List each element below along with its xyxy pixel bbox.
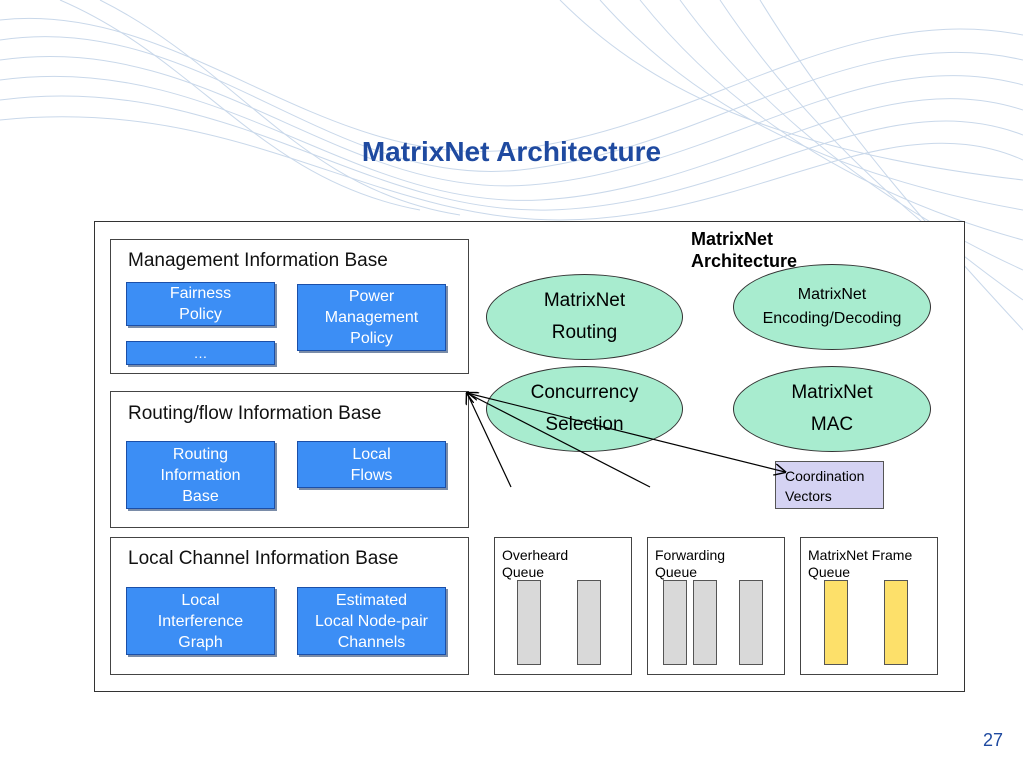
queue-slot (577, 580, 601, 665)
local-flows-block: Local Flows (297, 441, 446, 488)
queue-slot (663, 580, 687, 665)
coordination-vectors-block: Coordination Vectors (775, 461, 884, 509)
concurrency-selection-oval: Concurrency Selection (486, 366, 683, 452)
overheard-queue: Overheard Queue (494, 537, 632, 675)
architecture-label: MatrixNet Architecture (691, 229, 798, 271)
queue-slot (739, 580, 763, 665)
matrixnet-mac-oval: MatrixNet MAC (733, 366, 931, 452)
matrixnet-encoding-decoding-oval: MatrixNet Encoding/Decoding (733, 264, 931, 350)
queue-slot (824, 580, 848, 665)
mib-title: Management Information Base (128, 250, 388, 271)
queue-slot (517, 580, 541, 665)
routing-information-base-block: Routing Information Base (126, 441, 275, 509)
page-number: 27 (982, 730, 1003, 750)
queue-slot (693, 580, 717, 665)
frame-queue-label: MatrixNet Frame Queue (808, 547, 913, 580)
more-policies-block: … (126, 341, 275, 365)
rfib-title: Routing/flow Information Base (128, 403, 382, 424)
estimated-channels-block: Estimated Local Node-pair Channels (297, 587, 446, 655)
forwarding-queue-label: Forwarding Queue (655, 547, 726, 580)
slide-title: MatrixNet Architecture (361, 136, 662, 167)
matrixnet-frame-queue: MatrixNet Frame Queue (800, 537, 938, 675)
matrixnet-routing-oval: MatrixNet Routing (486, 274, 683, 360)
queue-slot (884, 580, 908, 665)
local-interference-graph-block: Local Interference Graph (126, 587, 275, 655)
lcib-title: Local Channel Information Base (128, 548, 399, 569)
power-management-policy-block: Power Management Policy (297, 284, 446, 351)
fairness-policy-block: Fairness Policy (126, 282, 275, 326)
overheard-queue-label: Overheard Queue (502, 547, 569, 580)
forwarding-queue: Forwarding Queue (647, 537, 785, 675)
